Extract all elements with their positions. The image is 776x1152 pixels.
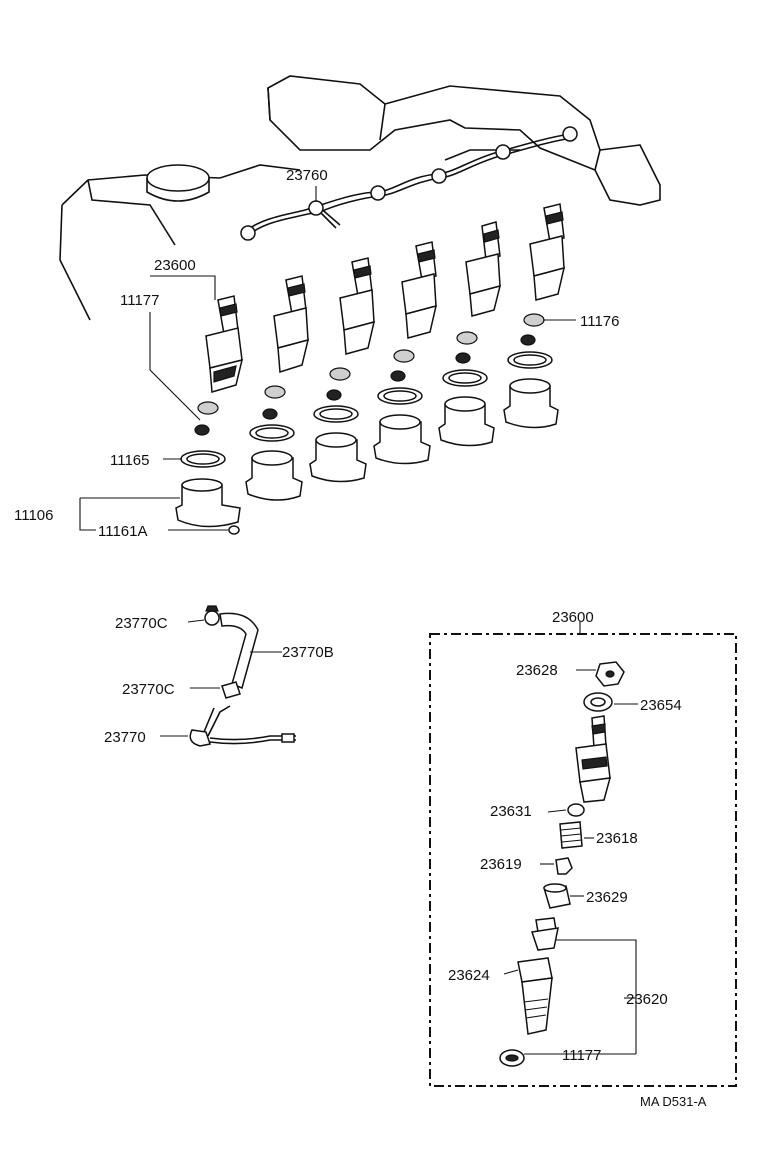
label-washer: 23654 [640, 697, 682, 714]
injector-3 [339, 257, 376, 355]
label-nut: 23628 [516, 662, 558, 679]
injector-5 [465, 221, 502, 317]
label-leak-pipe: 23770 [104, 729, 146, 746]
oil-filler-cap [146, 164, 210, 202]
exploded-leaders [503, 669, 638, 1055]
diagram-code: MA D531-A [640, 1094, 707, 1109]
injector-6 [529, 203, 566, 301]
assembly-boundary [429, 633, 737, 1087]
exploded-parts [499, 661, 625, 1067]
label-injector-assy-upper: 23600 [154, 257, 196, 274]
leak-hose-group [189, 605, 296, 747]
label-gasket-ring: 11165 [110, 452, 150, 469]
label-pin: 23631 [490, 803, 532, 820]
label-gasket-lower: 11177 [562, 1047, 602, 1064]
upper-leaders [79, 186, 576, 531]
injector-4 [401, 241, 438, 339]
label-assembly: 23600 [552, 609, 594, 626]
injector-2 [273, 275, 310, 373]
label-gasket-upper: 11177 [120, 292, 160, 309]
label-nozzle-set: 23620 [626, 991, 668, 1008]
label-hose: 23770B [282, 644, 334, 661]
label-seat: 23619 [480, 856, 522, 873]
label-body: 23624 [448, 967, 490, 984]
label-holder: 11106 [14, 507, 54, 524]
fuel-injection-pipe [240, 126, 578, 241]
label-spacer: 23629 [586, 889, 628, 906]
label-seal-right: 11176 [580, 313, 620, 330]
label-spring: 23618 [596, 830, 638, 847]
injector-1 [205, 295, 244, 393]
label-clip-bottom: 23770C [122, 681, 175, 698]
label-holder-pin: 11161A [98, 523, 148, 540]
label-clip-top: 23770C [115, 615, 168, 632]
hose-leaders [160, 619, 282, 737]
label-fuel-pipe: 23760 [286, 167, 328, 184]
